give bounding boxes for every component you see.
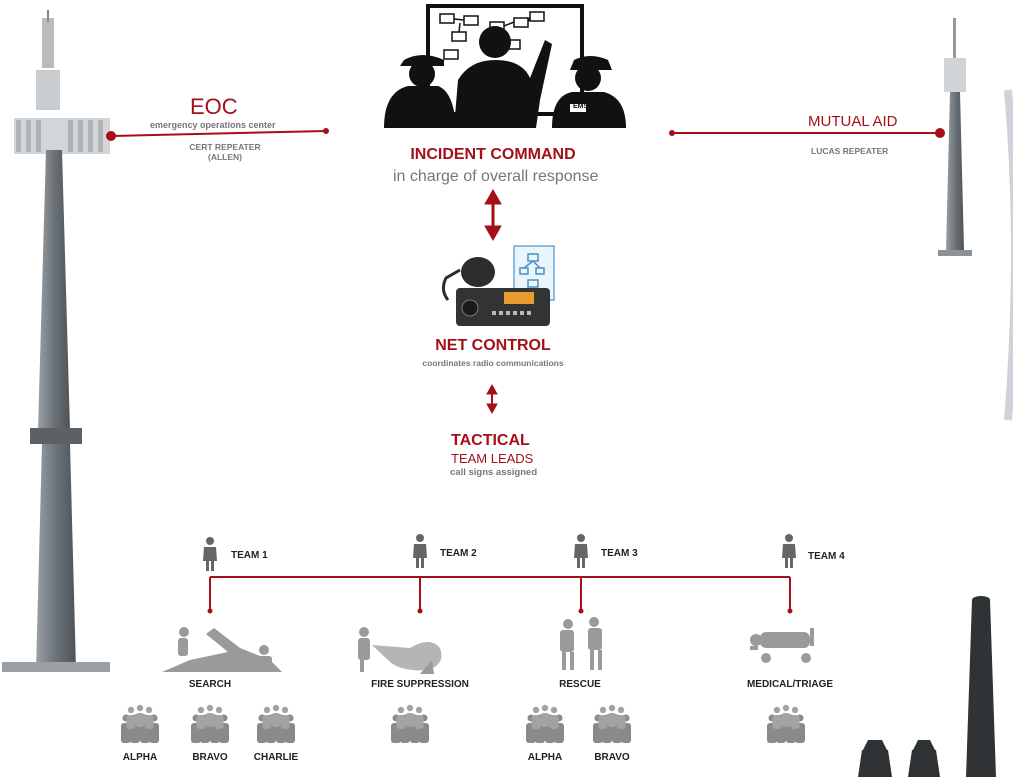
incident-command-subtitle: in charge of overall response xyxy=(393,168,599,185)
team-1-squad-bravo: BRAVO xyxy=(192,752,228,763)
cert-repeater-callsign: (ALLEN) xyxy=(208,152,242,162)
team-1-squad-charlie: CHARLIE xyxy=(253,752,299,763)
net-control-title: NET CONTROL xyxy=(435,337,551,354)
team-4-label: TEAM 4 xyxy=(808,551,845,562)
team-3-role: RESCUE xyxy=(559,679,601,690)
team-3-squad-alpha: ALPHA xyxy=(527,752,563,763)
tactical-team-leads: TEAM LEADS xyxy=(451,451,534,466)
tactical-block: TACTICAL TEAM LEADS call signs assigned xyxy=(450,432,538,478)
medical-triage-icon xyxy=(750,628,814,663)
team-bus xyxy=(209,576,791,610)
team-2-role: FIRE SUPPRESSION xyxy=(371,679,469,690)
right-cell-tower xyxy=(938,18,972,256)
command-net-arrow xyxy=(484,188,502,242)
team-1-role: SEARCH xyxy=(188,679,232,690)
mutual-aid-title: MUTUAL AID xyxy=(808,113,898,130)
incident-command-block: INCIDENT COMMAND in charge of overall re… xyxy=(393,146,599,186)
squad-crowds xyxy=(121,704,805,743)
antenna-graphic xyxy=(858,596,996,777)
eoc-title: EOC xyxy=(190,94,238,119)
mutual-aid-connector xyxy=(669,128,945,138)
rescue-icon xyxy=(560,617,602,670)
lucas-repeater-label: LUCAS REPEATER xyxy=(811,146,889,156)
team-lead-figures xyxy=(203,534,796,571)
eoc-subtitle: emergency operations center xyxy=(150,120,276,130)
tactical-title: TACTICAL xyxy=(451,432,530,449)
tactical-call-signs: call signs assigned xyxy=(450,467,538,478)
team-2-label: TEAM 2 xyxy=(440,548,477,559)
team-3-squad-bravo: BRAVO xyxy=(594,752,630,763)
eoc-connector xyxy=(106,128,329,141)
team-3-label: TEAM 3 xyxy=(601,548,638,559)
team-1-squad-alpha: ALPHA xyxy=(122,752,158,763)
left-cell-tower xyxy=(2,10,110,672)
radio-illustration xyxy=(441,245,555,326)
cert-repeater-name: CERT REPEATER xyxy=(189,142,261,152)
incident-command-title: INCIDENT COMMAND xyxy=(410,146,576,163)
net-tactical-arrow xyxy=(486,383,498,415)
net-control-subtitle: coordinates radio communications xyxy=(422,358,564,368)
net-control-block: NET CONTROL coordinates radio communicat… xyxy=(393,337,593,368)
team-bus-dots xyxy=(207,608,793,614)
team-1-label: TEAM 1 xyxy=(231,550,268,561)
incident-command-illustration xyxy=(384,4,626,128)
ems-badge: EMS xyxy=(573,103,589,110)
fire-suppression-icon xyxy=(358,627,442,674)
search-team-icon xyxy=(162,627,282,672)
team-4-role: MEDICAL/TRIAGE xyxy=(746,679,834,690)
cert-repeater-label: CERT REPEATER (ALLEN) xyxy=(180,142,270,162)
